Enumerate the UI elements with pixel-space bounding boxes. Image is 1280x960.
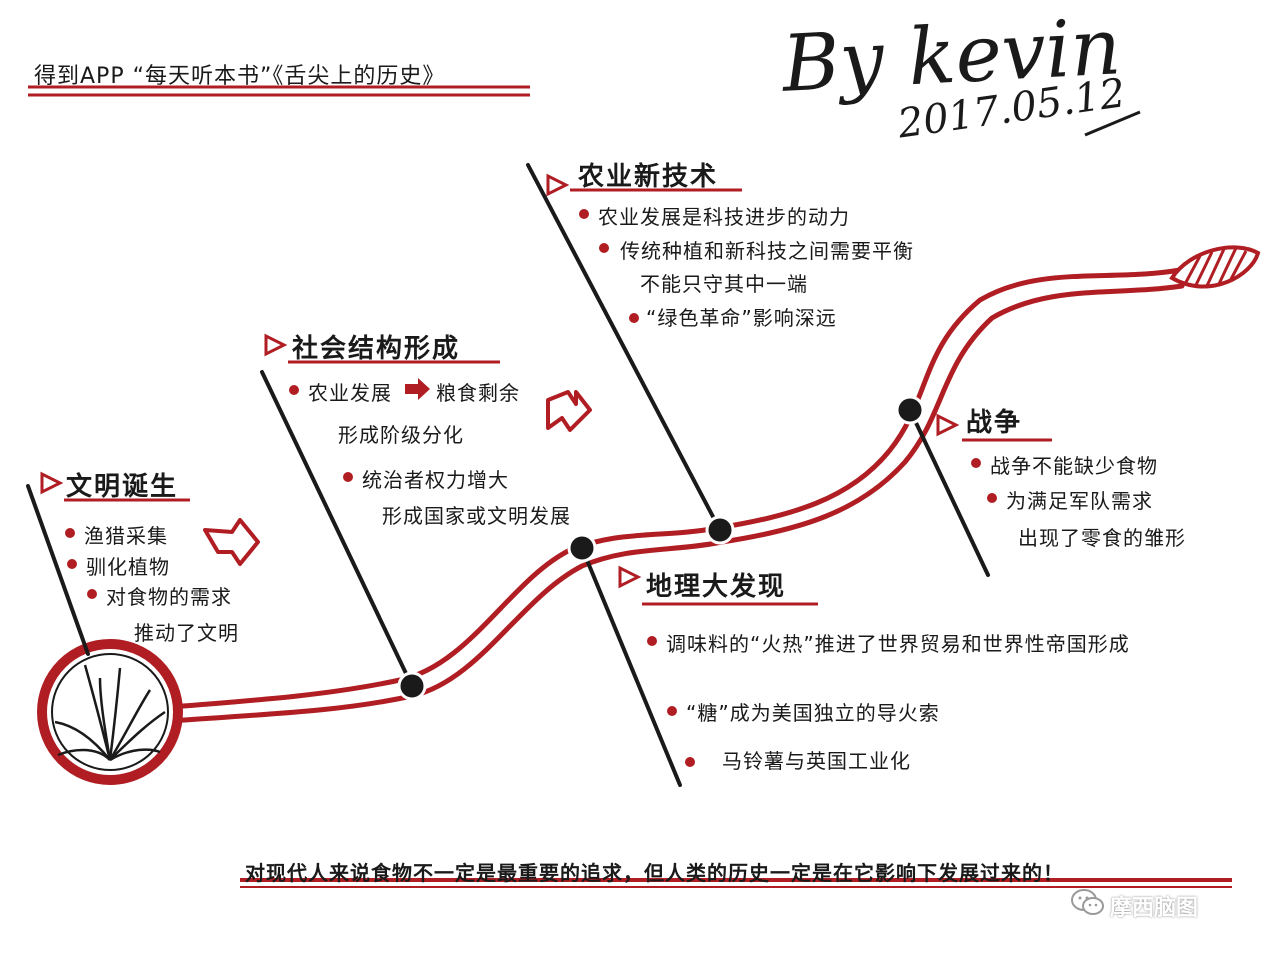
wechat-icon [1071,889,1104,915]
title-markers [40,173,960,589]
agri-item: 农业发展是科技进步的动力 [598,205,850,229]
title-underlines [64,188,1052,606]
agri-item: 不能只守其中一端 [640,272,808,296]
social-item: 形成阶级分化 [338,423,464,447]
social-item: 形成国家或文明发展 [382,504,571,528]
geo-item: “糖”成为美国独立的导火索 [686,701,940,725]
agri-item: “绿色革命”影响深远 [646,306,837,330]
zigzag-arrow-icon [203,390,592,566]
section-title-social: 社会结构形成 [292,334,461,364]
section-title-civilization: 文明诞生 [66,472,179,502]
bullet-dots [65,209,997,767]
footer-conclusion: 对现代人来说食物不一定是最重要的追求，但人类的历史一定是在它影响下发展过来的！ [245,861,1064,885]
social-item: 统治者权力增大 [362,468,509,492]
war-item: 出现了零食的雏形 [1018,526,1186,550]
civilization-item: 驯化植物 [86,555,170,579]
branch-lines [26,163,990,787]
agri-item: 传统种植和新科技之间需要平衡 [620,239,914,263]
signature-underline [1084,110,1141,137]
civilization-item: 渔猎采集 [84,524,168,548]
section-title-agri: 农业新技术 [578,162,719,192]
social-item: 农业发展 [308,381,392,405]
civilization-item: 对食物的需求 [106,585,232,609]
war-item: 战争不能缺少食物 [990,454,1158,478]
social-item: 粮食剩余 [436,381,520,405]
leaf-icon [1169,245,1261,289]
timeline-nodes [397,395,925,701]
geo-item: 调味料的“火热”推进了世界贸易和世界性帝国形成 [666,632,1130,656]
section-title-war: 战争 [966,408,1023,438]
footer-underline [240,878,1232,888]
plant-icon [37,639,183,785]
header-underline [28,85,530,97]
war-item: 为满足军队需求 [1006,489,1153,513]
arrow-icon [405,378,430,400]
civilization-item: 推动了文明 [134,621,239,645]
header-title: 得到APP “每天听本书”《舌尖上的历史》 [34,64,446,89]
geo-item: 马铃薯与英国工业化 [722,749,911,773]
watermark-text: 摩西脑图 [1110,896,1199,921]
section-title-geo: 地理大发现 [646,572,787,602]
